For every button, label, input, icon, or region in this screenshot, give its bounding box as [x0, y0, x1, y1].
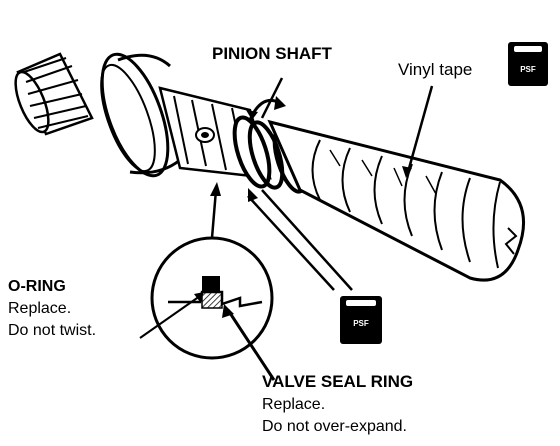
- pinion-flange: [100, 52, 181, 178]
- o-ring-title: O-RING: [8, 278, 66, 295]
- rotation-arrow-icon: [246, 96, 286, 121]
- pinion-shaft-label: PINION SHAFT: [212, 44, 332, 63]
- pinion-gear-teeth: [14, 52, 94, 136]
- detail-pointer-arrows: [139, 292, 276, 381]
- fluid-bottle-icon: PSF: [340, 296, 382, 344]
- vinyl-tape-label: Vinyl tape: [398, 60, 473, 79]
- leader-lines: [210, 77, 434, 291]
- o-ring-note-replace: Replace.: [8, 300, 72, 317]
- o-ring-note-twist: Do not twist.: [8, 322, 97, 339]
- valve-seal-note-replace: Replace.: [262, 396, 326, 413]
- seal-detail-magnifier: [150, 236, 274, 360]
- fluid-bottle-icon: PSF: [508, 42, 548, 86]
- svg-text:PSF: PSF: [353, 319, 369, 328]
- valve-seal-note-expand: Do not over-expand.: [262, 418, 407, 435]
- vinyl-taped-section: [267, 119, 526, 282]
- valve-seal-ring-title: VALVE SEAL RING: [262, 372, 414, 391]
- svg-text:PSF: PSF: [520, 65, 536, 74]
